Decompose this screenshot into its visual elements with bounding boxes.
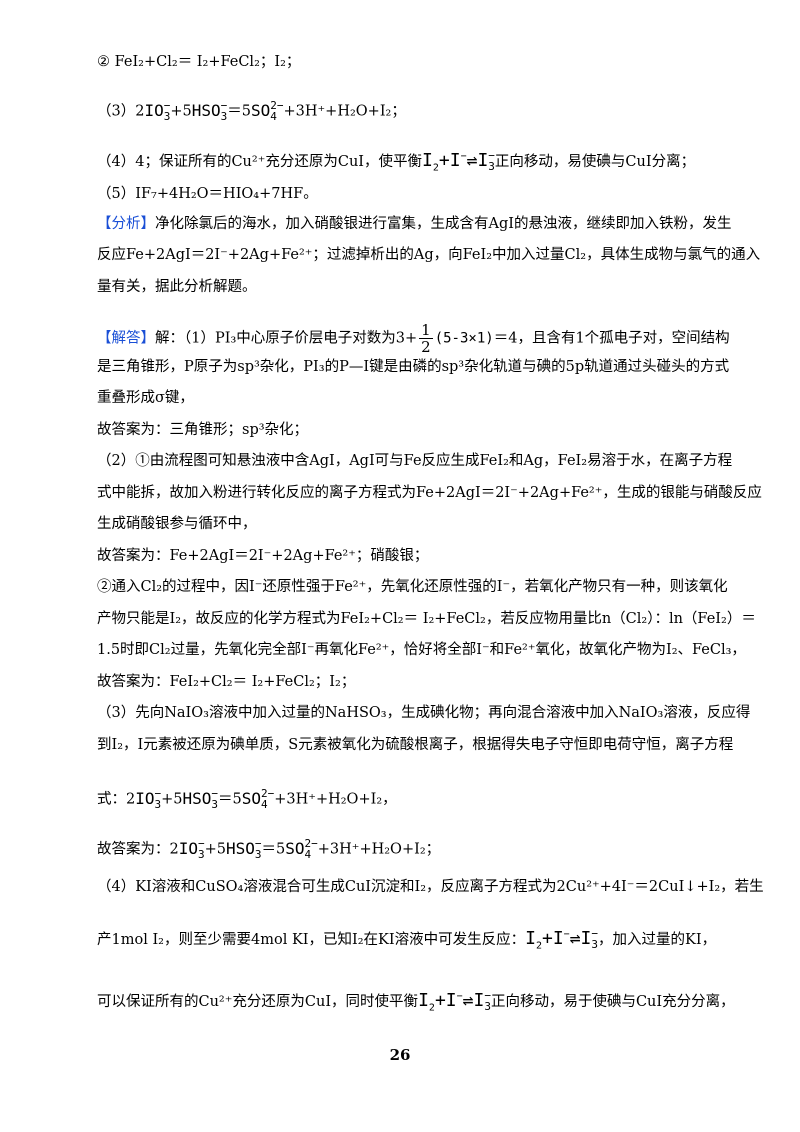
answer-tag: 【解答】	[97, 330, 155, 347]
text-line: 式中能拆，故加入粉进行转化反应的离子方程式为Fe+2AgI＝2I⁻+2Ag+Fe…	[97, 485, 762, 501]
text-line: 重叠形成σ键，	[97, 390, 194, 406]
text-line: 故答案为：三角锥形；sp³杂化；	[97, 422, 309, 438]
text-line: （4）KI溶液和CuSO₄溶液混合可生成CuI沉淀和I₂，反应离子方程式为2Cu…	[97, 879, 764, 895]
analysis-tag: 【分析】	[97, 216, 155, 232]
text-line: （3）先向NaIO₃溶液中加入过量的NaHSO₃，生成碘化物；再向混合溶液中加入…	[97, 705, 751, 721]
text-line: 量有关，据此分析解题。	[97, 279, 257, 295]
text-line: 反应Fe+2AgI＝2I⁻+2Ag+Fe²⁺；过滤掉析出的Ag，向FeI₂中加入…	[97, 247, 761, 263]
text-line: 到I₂，I元素被还原为碘单质，S元素被氧化为硫酸根离子，根据得失电子守恒即电荷守…	[97, 737, 734, 753]
text-line: 故答案为：FeI₂+Cl₂＝ I₂+FeCl₂；I₂；	[97, 674, 356, 690]
text-line: ②通入Cl₂的过程中，因I⁻还原性强于Fe²⁺，先氧化还原性强的I⁻，若氧化产物…	[97, 579, 728, 595]
text-line: （2）①由流程图可知悬浊液中含AgI，AgI可与Fe反应生成FeI₂和Ag，Fe…	[97, 453, 733, 469]
analysis-line: 【分析】净化除氯后的海水，加入硝酸银进行富集，生成含有AgI的悬浊液，继续即加入…	[97, 216, 732, 232]
text-line: ② FeI₂+Cl₂＝ I₂+FeCl₂；I₂；	[97, 54, 301, 70]
text-line: 产物只能是I₂，故反应的化学方程式为FeI₂+Cl₂＝ I₂+FeCl₂，若反应…	[97, 611, 756, 627]
text-line: 故答案为：Fe+2AgI＝2I⁻+2Ag+Fe²⁺；硝酸银；	[97, 548, 429, 564]
page-number: 26	[389, 1046, 411, 1064]
text-line: 生成硝酸银参与循环中，	[97, 516, 257, 532]
equation-line: 产1mol I₂，则至少需要4mol KI，已知I₂在KI溶液中可发生反应：I2…	[97, 927, 717, 952]
text-line: （5）IF₇+4H₂O＝HIO₄+7HF。	[97, 186, 318, 202]
text-line: 1.5时即Cl₂过量，先氧化完全部I⁻再氧化Fe²⁺，恰好将全部I⁻和Fe²⁺氧…	[97, 642, 746, 658]
text-line: 是三角锥形，P原子为sp³杂化，PI₃的P—I键是由磷的sp³杂化轨道与碘的5p…	[97, 359, 730, 375]
